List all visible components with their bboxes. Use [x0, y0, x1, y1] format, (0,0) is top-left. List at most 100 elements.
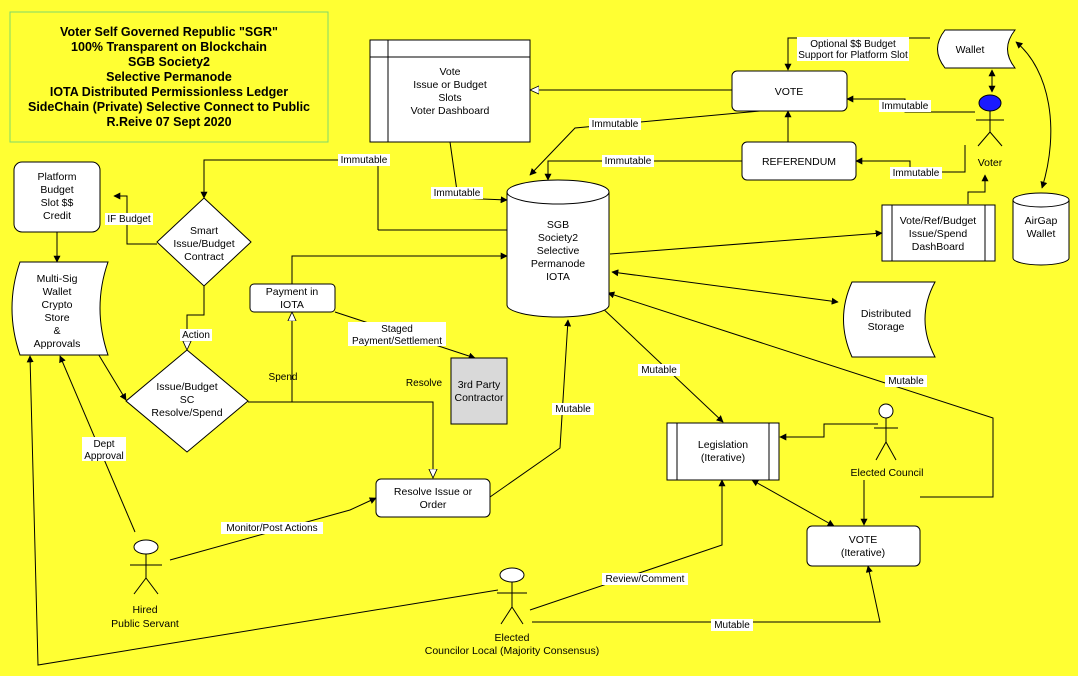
edge-label: Payment/Settlement [352, 336, 442, 347]
edge-payment-db [291, 252, 508, 284]
platform-budget-node[interactable]: Platform Budget Slot $$ Credit [13, 161, 101, 233]
node-label: Legislation [698, 439, 748, 451]
node-label: Selective [537, 245, 580, 257]
edge-db-legislation [597, 303, 724, 423]
node-label: Wallet [43, 286, 72, 298]
referendum-node[interactable]: REFERENDUM [741, 141, 857, 181]
edge-label: Mutable [641, 365, 677, 376]
vote-iterative-node[interactable]: VOTE (Iterative) [806, 525, 921, 567]
node-label: Issue/Budget [156, 381, 217, 393]
edge-label: Immutable [882, 101, 929, 112]
ref-dashboard-node[interactable]: Vote/Ref/Budget Issue/Spend DashBoard [881, 204, 996, 262]
edge-label: Spend [269, 372, 298, 383]
vote-node[interactable]: VOTE [731, 70, 848, 112]
node-label: 3rd Party [458, 379, 501, 391]
edge-label: Optional $$ Budget [810, 39, 896, 50]
payment-iota-node[interactable]: Payment in IOTA [249, 283, 336, 313]
edge-db-voteiter [607, 291, 994, 498]
title-line: Selective Permanode [106, 70, 232, 84]
node-label: Voter Dashboard [411, 105, 490, 117]
node-label: & [53, 325, 60, 337]
node-label: SGB [547, 219, 569, 231]
node-label: Councilor Local (Majority Consensus) [425, 645, 600, 657]
node-label: Hired [132, 604, 157, 616]
edge-label: Immutable [893, 168, 940, 179]
edge-legislation-voteiter [751, 479, 835, 527]
sgb-database-node[interactable]: SGB Society2 Selective Permanode IOTA [506, 179, 610, 318]
node-label: Resolve Issue or [394, 486, 473, 498]
edge-label: Immutable [592, 119, 639, 130]
node-label: DashBoard [912, 241, 965, 253]
node-label: IOTA [280, 299, 304, 311]
node-label: Approvals [34, 338, 81, 350]
node-label: VOTE [775, 86, 804, 98]
node-label: Platform [37, 171, 76, 183]
multisig-wallet-node[interactable]: Multi-Sig Wallet Crypto Store & Approval… [11, 261, 109, 356]
edge-council-legislation [779, 423, 878, 441]
node-label: Society2 [538, 232, 578, 244]
airgap-wallet-node[interactable]: AirGap Wallet [1012, 192, 1070, 266]
title-line: Voter Self Governed Republic "SGR" [60, 25, 278, 39]
node-label: SC [180, 394, 195, 406]
title-box: Voter Self Governed Republic "SGR" 100% … [9, 11, 329, 143]
edge-councilor-voteiter [532, 565, 881, 623]
edge-label: Resolve [406, 378, 443, 389]
vote-dashboard-node[interactable]: Vote Issue or Budget Slots Voter Dashboa… [369, 39, 531, 143]
edge-label: Immutable [341, 155, 388, 166]
edge-label: Action [182, 330, 210, 341]
edge-label: Review/Comment [606, 574, 685, 585]
voter-actor[interactable]: Voter [976, 94, 1004, 169]
node-label: Contract [184, 251, 224, 263]
edge-db-refdash [609, 229, 883, 255]
node-label: Voter [978, 157, 1003, 169]
node-label: Order [420, 499, 447, 511]
title-line: 100% Transparent on Blockchain [71, 40, 267, 54]
edge-airgap-wallet [1015, 41, 1052, 189]
edge-label: Staged [381, 324, 413, 335]
edge-top-immutable [200, 159, 379, 230]
node-label: Contractor [454, 392, 504, 404]
hired-servant-actor[interactable]: Hired Public Servant [111, 539, 179, 630]
node-label: Vote/Ref/Budget [900, 215, 977, 227]
elected-council-actor[interactable]: Elected Council [851, 403, 924, 479]
edge-label: Immutable [434, 188, 481, 199]
edge-label: Support for Platform Slot [798, 50, 908, 61]
edge-labels: Optional $$ Budget Support for Platform … [82, 37, 942, 631]
node-label: Storage [868, 321, 905, 333]
node-label: Payment in [266, 286, 319, 298]
node-label: AirGap [1025, 215, 1058, 227]
node-label: VOTE [849, 534, 878, 546]
resolve-spend-node[interactable]: Issue/Budget SC Resolve/Spend [125, 349, 249, 453]
edge-spend-resolveissue [292, 401, 433, 478]
node-label: Wallet [956, 44, 985, 56]
edge-multisig-resolve [96, 351, 127, 401]
contractor-node[interactable]: 3rd Party Contractor [450, 357, 508, 425]
distributed-storage-node[interactable]: Distributed Storage [843, 281, 936, 358]
edge-label: IF Budget [107, 214, 151, 225]
smart-contract-node[interactable]: Smart Issue/Budget Contract [156, 197, 252, 287]
title-line: R.Reive 07 Sept 2020 [106, 115, 231, 129]
legislation-node[interactable]: Legislation (Iterative) [666, 422, 780, 481]
title-line: SGB Society2 [128, 55, 210, 69]
edge-spend-payment [248, 312, 292, 403]
edge-label: Mutable [714, 620, 750, 631]
edge-resolveissue-db [489, 319, 572, 498]
node-label: Crypto [42, 299, 73, 311]
node-label: Budget [40, 184, 73, 196]
node-label: Vote [439, 66, 460, 78]
edge-servant-resolveissue [169, 497, 377, 561]
node-label: Resolve/Spend [151, 407, 222, 419]
councilor-local-actor[interactable]: Elected Councilor Local (Majority Consen… [425, 567, 600, 657]
wallet-node[interactable]: Wallet [937, 29, 1017, 69]
node-label: Issue or Budget [413, 79, 487, 91]
edge-refdash-voter [967, 174, 989, 204]
node-label: Issue/Budget [173, 238, 234, 250]
edges [26, 37, 1052, 666]
node-label: Issue/Spend [909, 228, 968, 240]
edge-db-storage [611, 269, 839, 305]
node-label: Store [44, 312, 69, 324]
resolve-issue-node[interactable]: Resolve Issue or Order [375, 478, 491, 518]
edge-label: Dept [93, 439, 114, 450]
node-label: Slots [438, 92, 461, 104]
